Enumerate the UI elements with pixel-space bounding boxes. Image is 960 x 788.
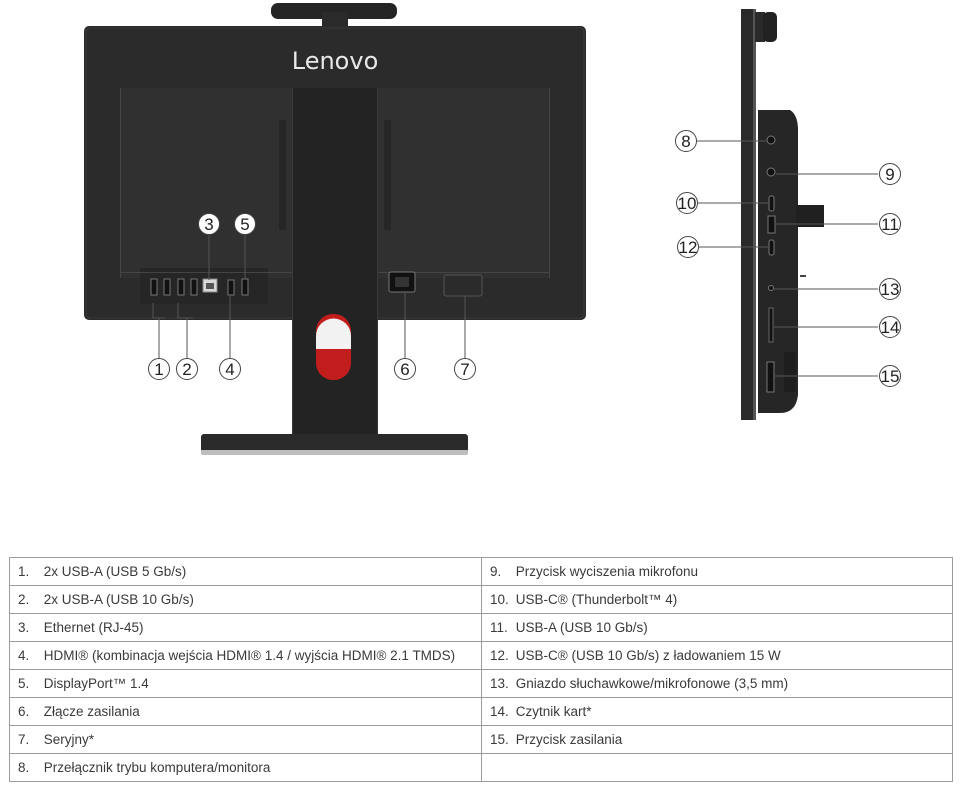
usb-a-port: [190, 278, 198, 296]
callout-3-label: 3: [204, 215, 213, 234]
legend-cell: 13. Gniazdo słuchawkowe/mikrofonowe (3,5…: [481, 669, 953, 698]
callout-14: [879, 316, 901, 338]
callout-2-label: 2: [182, 360, 191, 379]
callout-11-label: 11: [881, 215, 899, 234]
legend-cell: 8. Przełącznik trybu komputera/monitora: [9, 753, 482, 782]
usb-a-port: [163, 278, 171, 296]
callout-12-label: 12: [679, 238, 698, 257]
callout-5-label: 5: [240, 215, 249, 234]
callout-13-label: 13: [881, 280, 900, 299]
side-usb-a-port: [767, 215, 776, 234]
legend-cell: 14. Czytnik kart*: [481, 697, 953, 726]
side-screen-edge: [741, 9, 755, 420]
usb-a-port: [150, 278, 158, 296]
legend-cell: 11. USB-A (USB 10 Gb/s): [481, 613, 953, 642]
mode-switch: [766, 135, 776, 145]
legend-cell: 1. 2x USB-A (USB 5 Gb/s): [9, 557, 482, 586]
legend-cell: 6. Złącze zasilania: [9, 697, 482, 726]
legend-cell: 10. USB-C® (Thunderbolt™ 4): [481, 585, 953, 614]
callout-5: [234, 213, 256, 235]
legend-cell: 7. Seryjny*: [9, 725, 482, 754]
callout-10: [676, 192, 698, 214]
legend-cell: [481, 753, 953, 782]
usb-c-port: [768, 239, 775, 256]
callout-13: [879, 278, 901, 300]
legend-body: 1. 2x USB-A (USB 5 Gb/s) 9. Przycisk wyc…: [9, 557, 953, 782]
side-webcam: [755, 12, 765, 42]
callout-6: [394, 358, 416, 380]
callout-11: [879, 213, 901, 235]
callout-9-label: 9: [885, 165, 894, 184]
legend-cell: 2. 2x USB-A (USB 10 Gb/s): [9, 585, 482, 614]
table-row: 5. DisplayPort™ 1.4 13. Gniazdo słuchawk…: [9, 669, 953, 698]
side-io-housing: [758, 110, 798, 413]
rear-view: Lenovo: [84, 3, 586, 455]
legend-cell: 3. Ethernet (RJ-45): [9, 613, 482, 642]
callout-15-label: 15: [881, 367, 900, 386]
displayport-port: [241, 278, 249, 296]
mic-mute-button: [766, 167, 776, 177]
lenovo-logo: Lenovo: [292, 47, 379, 75]
callout-7: [454, 358, 476, 380]
callout-15: [879, 365, 901, 387]
legend-cell: 5. DisplayPort™ 1.4: [9, 669, 482, 698]
callout-4: [219, 358, 241, 380]
power-button: [766, 361, 775, 393]
table-row: 3. Ethernet (RJ-45) 11. USB-A (USB 10 Gb…: [9, 613, 953, 642]
table-row: 1. 2x USB-A (USB 5 Gb/s) 9. Przycisk wyc…: [9, 557, 953, 586]
thunderbolt-port: [768, 195, 775, 212]
ports-legend-table: 1. 2x USB-A (USB 5 Gb/s) 9. Przycisk wyc…: [9, 557, 953, 782]
legend-cell: 12. USB-C® (USB 10 Gb/s) z ładowaniem 15…: [481, 641, 953, 670]
callout-10-label: 10: [678, 194, 697, 213]
callout-12: [677, 236, 699, 258]
callout-6-label: 6: [400, 360, 409, 379]
legend-cell: 4. HDMI® (kombinacja wejścia HDMI® 1.4 /…: [9, 641, 482, 670]
table-row: 4. HDMI® (kombinacja wejścia HDMI® 1.4 /…: [9, 641, 953, 670]
legend-cell: 9. Przycisk wyciszenia mikrofonu: [481, 557, 953, 586]
callout-7-label: 7: [460, 360, 469, 379]
table-row: 2. 2x USB-A (USB 10 Gb/s) 10. USB-C® (Th…: [9, 585, 953, 614]
usb-a-port: [177, 278, 185, 296]
legend-cell: 15. Przycisk zasilania: [481, 725, 953, 754]
table-row: 7. Seryjny* 15. Przycisk zasilania: [9, 725, 953, 754]
callout-8: [675, 130, 697, 152]
audio-jack: [768, 285, 774, 291]
hdmi-port: [227, 279, 235, 296]
callout-9: [879, 163, 901, 185]
callout-1-label: 1: [154, 360, 163, 379]
side-view: 8 9 10 11 12 13 14 15: [675, 9, 901, 420]
callout-1: [148, 358, 170, 380]
callout-4-label: 4: [225, 360, 234, 379]
product-diagram: Lenovo: [84, 3, 901, 455]
stand-neck: [292, 88, 378, 443]
serial-port-cover: [443, 274, 483, 297]
table-row: 8. Przełącznik trybu komputera/monitora: [9, 753, 953, 782]
callout-8-label: 8: [681, 132, 690, 151]
card-reader-slot: [768, 307, 774, 343]
stand-base: [201, 434, 468, 452]
callout-14-label: 14: [881, 318, 900, 337]
table-row: 6. Złącze zasilania 14. Czytnik kart*: [9, 697, 953, 726]
callout-3: [198, 213, 220, 235]
side-stand-arm: [796, 205, 824, 227]
callout-2: [176, 358, 198, 380]
